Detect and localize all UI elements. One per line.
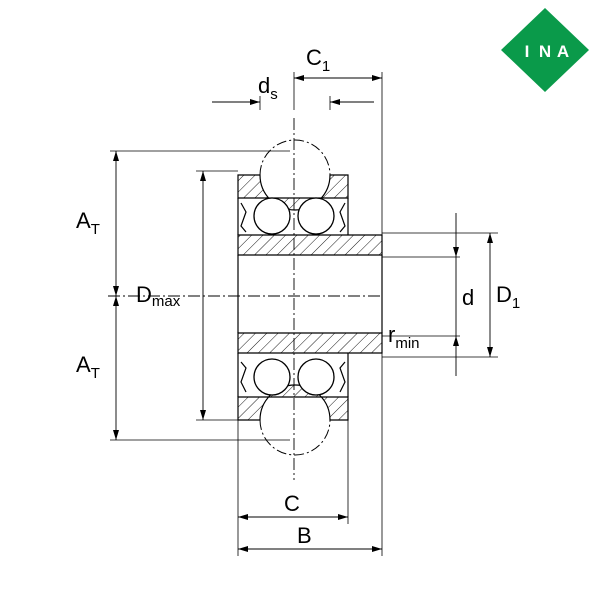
label-ds: ds bbox=[258, 73, 278, 103]
inner-ring-lower bbox=[237, 332, 383, 354]
label-b: B bbox=[297, 523, 312, 548]
ball-lower-right bbox=[297, 358, 335, 396]
label-at-upper: AT bbox=[76, 208, 100, 238]
centre-lines bbox=[108, 118, 380, 480]
ina-logo-letter-n: N bbox=[539, 42, 551, 61]
label-d1: D1 bbox=[496, 282, 520, 312]
dimension-lines bbox=[113, 75, 493, 552]
label-at-lower: AT bbox=[76, 352, 100, 382]
label-c: C bbox=[284, 491, 300, 516]
label-rmin: rmin bbox=[388, 322, 420, 352]
ina-logo-letter-i: I bbox=[525, 42, 530, 61]
ina-logo: I N A bbox=[501, 8, 589, 92]
extension-lines bbox=[110, 72, 498, 556]
track-profile bbox=[259, 139, 331, 456]
ina-logo-letter-a: A bbox=[557, 42, 569, 61]
label-c1: C1 bbox=[306, 45, 330, 75]
seals bbox=[240, 202, 346, 393]
label-dmax: Dmax bbox=[136, 282, 181, 310]
dimension-labels: C1 ds AT AT Dmax d D1 rmin C B bbox=[76, 45, 520, 548]
label-d: d bbox=[462, 285, 474, 310]
balls bbox=[253, 197, 335, 396]
outer-ring-upper bbox=[237, 174, 349, 211]
inner-ring-upper bbox=[237, 234, 383, 256]
ball-upper-right bbox=[297, 197, 335, 235]
ina-logo-diamond bbox=[501, 8, 589, 92]
outer-ring-lower bbox=[237, 384, 349, 421]
ball-lower-left bbox=[253, 358, 291, 396]
ball-upper-left bbox=[253, 197, 291, 235]
